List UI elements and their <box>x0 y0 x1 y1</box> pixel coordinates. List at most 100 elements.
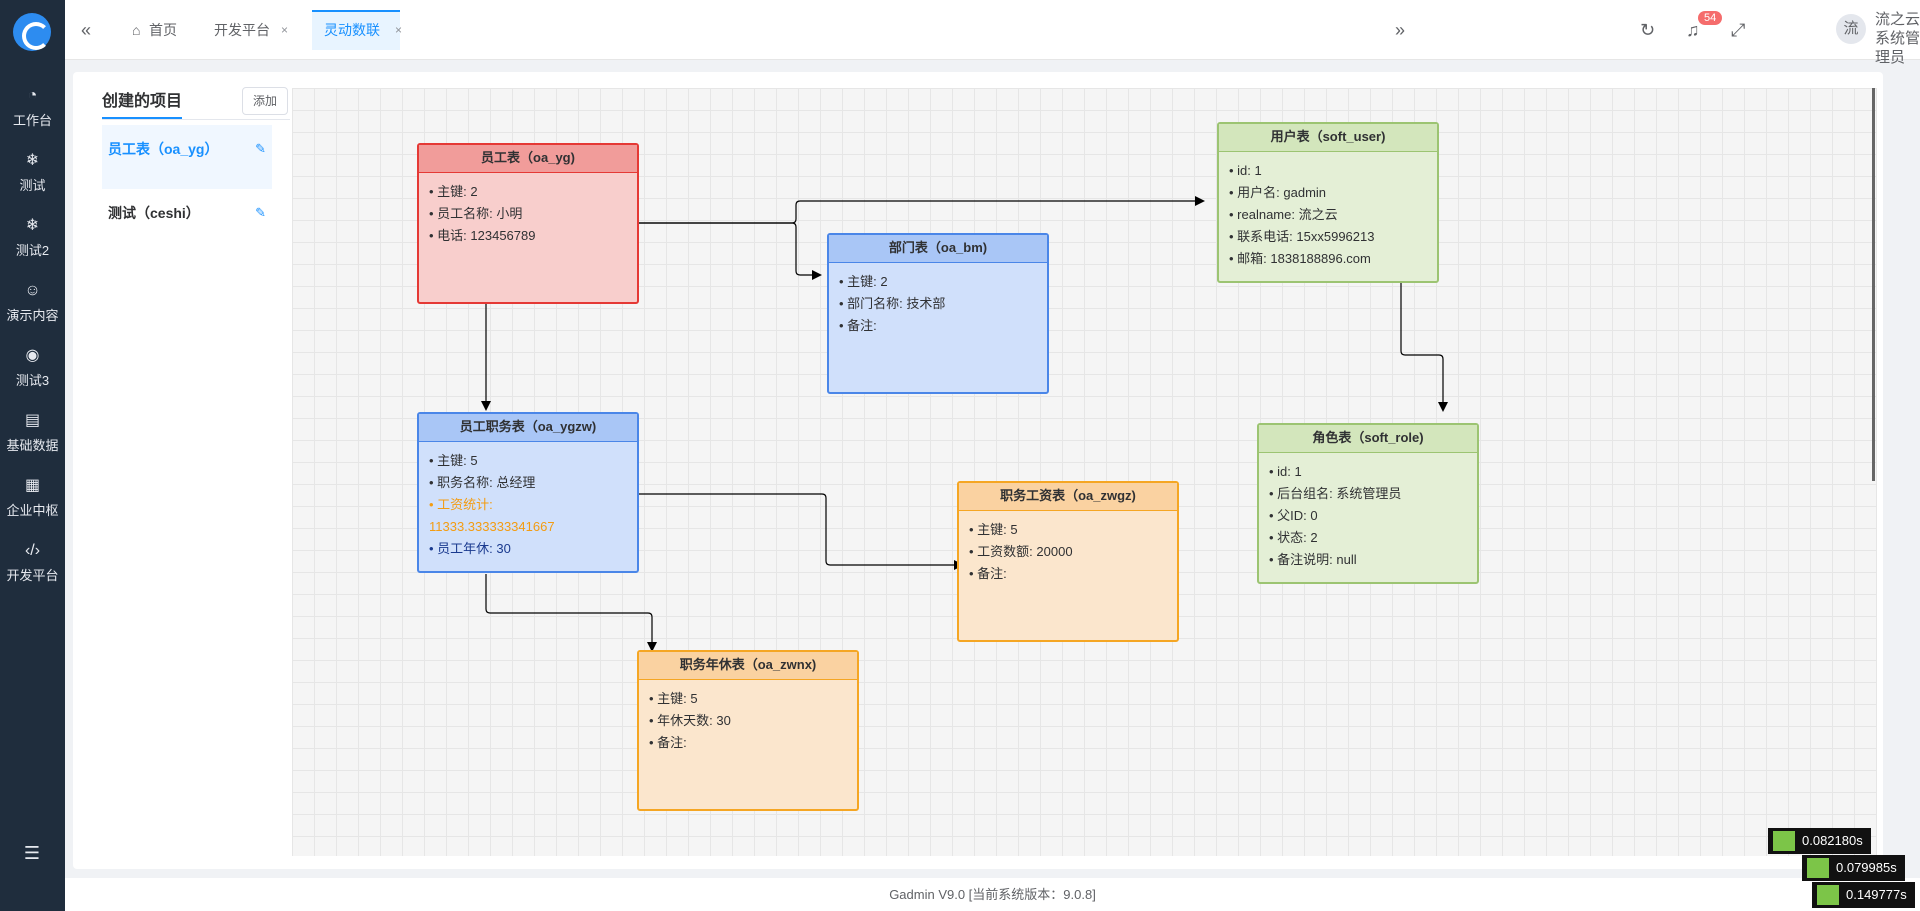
timer-badge: 0.149777s <box>1812 882 1915 908</box>
entity-field-salary-label: • 工资统计: <box>429 494 627 516</box>
entity-oa-zwgz[interactable]: 职务工资表（oa_zwgz) 主键: 5 工资数额: 20000 备注: <box>957 481 1179 642</box>
tab-label: 开发平台 <box>214 22 270 38</box>
entity-field: realname: 流之云 <box>1229 204 1427 226</box>
sidebar-item-demo[interactable]: ☺ 演示内容 <box>0 267 65 332</box>
edit-icon[interactable]: ✎ <box>255 189 266 237</box>
main-content: 创建的项目 添加 员工表（oa_yg） ✎ 测试（ceshi） ✎ <box>73 72 1883 869</box>
menu-toggle-icon[interactable]: ☰ <box>22 843 42 863</box>
compass-icon: ◉ <box>23 346 43 366</box>
entity-field: 备注说明: null <box>1269 549 1467 571</box>
code-icon: ‹/› <box>23 541 43 561</box>
clipboard-icon: ▤ <box>23 411 43 431</box>
fullscreen-icon[interactable]: ⤢ <box>1731 20 1745 41</box>
entity-field: 年休天数: 30 <box>649 710 847 732</box>
entity-title: 员工职务表（oa_ygzw) <box>419 414 637 442</box>
app-logo[interactable] <box>13 13 51 51</box>
sidebar-item-label: 测试 <box>0 175 65 194</box>
close-icon[interactable]: × <box>281 10 288 50</box>
divider <box>102 119 290 120</box>
entity-oa-ygzw[interactable]: 员工职务表（oa_ygzw) 主键: 5 职务名称: 总经理 • 工资统计: 1… <box>417 412 639 573</box>
smile-icon: ☺ <box>23 281 43 301</box>
sidebar-item-basic-data[interactable]: ▤ 基础数据 <box>0 397 65 462</box>
tab-home[interactable]: ⌂首页 <box>120 10 189 50</box>
entity-soft-role[interactable]: 角色表（soft_role) id: 1 后台组名: 系统管理员 父ID: 0 … <box>1257 423 1479 584</box>
entity-field: 主键: 5 <box>649 688 847 710</box>
entity-title: 用户表（soft_user) <box>1219 124 1437 152</box>
sidebar-item-enterprise[interactable]: ▦ 企业中枢 <box>0 462 65 527</box>
chevrons-right-icon[interactable]: » <box>1395 20 1405 41</box>
project-label: 员工表（oa_yg） <box>108 141 218 157</box>
entity-field: 备注: <box>969 563 1167 585</box>
entity-title: 角色表（soft_role) <box>1259 425 1477 453</box>
sidebar-item-workbench[interactable]: ◔ 工作台 <box>0 72 65 137</box>
sidebar-item-label: 测试2 <box>0 240 65 259</box>
top-header: « ⌂首页 开发平台 × 灵动数联 × » ↻ ♫ 54 ⤢ 流 流之云 系统管… <box>65 0 1920 60</box>
entity-field: 备注: <box>839 315 1037 337</box>
entity-field: 职务名称: 总经理 <box>429 472 627 494</box>
refresh-icon[interactable]: ↻ <box>1640 20 1655 41</box>
footer: Gadmin V9.0 [当前系统版本：9.0.8] <box>65 878 1920 911</box>
entity-field: 用户名: gadmin <box>1229 182 1427 204</box>
tab-label: 灵动数联 <box>324 22 380 38</box>
avatar[interactable]: 流 <box>1836 14 1866 44</box>
sidebar-item-label: 演示内容 <box>0 305 65 324</box>
user-role: 系统管理员 <box>1875 29 1920 67</box>
add-project-button[interactable]: 添加 <box>242 87 288 115</box>
entity-field-salary-value: 11333.333333341667 <box>429 516 627 538</box>
sidebar-item-dev-platform[interactable]: ‹/› 开发平台 <box>0 527 65 592</box>
dashboard-icon: ◔ <box>23 86 43 106</box>
sidebar-item-test2[interactable]: ❄ 测试2 <box>0 202 65 267</box>
sidebar-item-label: 工作台 <box>0 110 65 129</box>
entity-field: id: 1 <box>1269 461 1467 483</box>
sidebar-item-label: 开发平台 <box>0 565 65 584</box>
grid-icon: ▦ <box>23 476 43 496</box>
close-icon[interactable]: × <box>395 12 402 48</box>
entity-oa-yg[interactable]: 员工表（oa_yg) 主键: 2 员工名称: 小明 电话: 123456789 <box>417 143 639 304</box>
entity-field: 工资数额: 20000 <box>969 541 1167 563</box>
entity-field: 邮箱: 1838188896.com <box>1229 248 1427 270</box>
entity-field: id: 1 <box>1229 160 1427 182</box>
sidebar-item-test[interactable]: ❄ 测试 <box>0 137 65 202</box>
entity-title: 职务工资表（oa_zwgz) <box>959 483 1177 511</box>
timer-badge: 0.082180s <box>1768 828 1871 854</box>
home-icon: ⌂ <box>132 10 146 50</box>
canvas-scrollbar[interactable] <box>1872 88 1875 481</box>
snowflake-icon: ❄ <box>23 216 43 236</box>
edit-icon[interactable]: ✎ <box>255 125 266 173</box>
sidebar-item-label: 基础数据 <box>0 435 65 454</box>
sidebar: ◔ 工作台 ❄ 测试 ❄ 测试2 ☺ 演示内容 ◉ 测试3 ▤ 基础数据 ▦ 企… <box>0 0 65 911</box>
tab-dev-platform[interactable]: 开发平台 × <box>202 10 286 50</box>
entity-field: 联系电话: 15xx5996213 <box>1229 226 1427 248</box>
entity-field: 员工名称: 小明 <box>429 203 627 225</box>
snowflake-icon: ❄ <box>23 151 43 171</box>
notification-badge: 54 <box>1698 11 1722 25</box>
entity-title: 部门表（oa_bm) <box>829 235 1047 263</box>
entity-soft-user[interactable]: 用户表（soft_user) id: 1 用户名: gadmin realnam… <box>1217 122 1439 283</box>
bell-icon[interactable]: ♫ <box>1686 20 1700 41</box>
chevrons-left-icon[interactable]: « <box>81 20 91 41</box>
tab-lingdong-shulian[interactable]: 灵动数联 × <box>312 10 400 50</box>
entity-field: 部门名称: 技术部 <box>839 293 1037 315</box>
entity-title: 员工表（oa_yg) <box>419 145 637 173</box>
project-label: 测试（ceshi） <box>108 205 200 221</box>
project-item-oa-yg[interactable]: 员工表（oa_yg） ✎ <box>102 125 272 189</box>
entity-field: 备注: <box>649 732 847 754</box>
er-diagram-canvas[interactable]: 员工表（oa_yg) 主键: 2 员工名称: 小明 电话: 123456789 … <box>292 88 1877 856</box>
entity-field: 电话: 123456789 <box>429 225 627 247</box>
entity-field: 主键: 2 <box>429 181 627 203</box>
entity-oa-zwnx[interactable]: 职务年休表（oa_zwnx) 主键: 5 年休天数: 30 备注: <box>637 650 859 811</box>
sidebar-item-test3[interactable]: ◉ 测试3 <box>0 332 65 397</box>
entity-field: 主键: 5 <box>429 450 627 472</box>
entity-title: 职务年休表（oa_zwnx) <box>639 652 857 680</box>
sidebar-item-label: 企业中枢 <box>0 500 65 519</box>
timer-badge: 0.079985s <box>1802 855 1905 881</box>
entity-oa-bm[interactable]: 部门表（oa_bm) 主键: 2 部门名称: 技术部 备注: <box>827 233 1049 394</box>
panel-title: 创建的项目 <box>102 87 182 111</box>
entity-field: 主键: 5 <box>969 519 1167 541</box>
entity-field: 后台组名: 系统管理员 <box>1269 483 1467 505</box>
sidebar-item-label: 测试3 <box>0 370 65 389</box>
project-item-ceshi[interactable]: 测试（ceshi） ✎ <box>102 189 272 253</box>
entity-field: 状态: 2 <box>1269 527 1467 549</box>
user-info[interactable]: 流之云 系统管理员 <box>1875 10 1920 67</box>
entity-field: 主键: 2 <box>839 271 1037 293</box>
